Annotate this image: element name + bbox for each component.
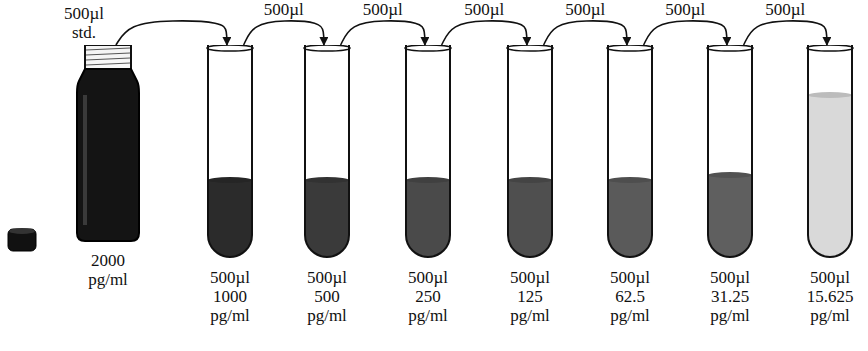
bottle-highlight: [83, 95, 87, 225]
concentration-label: 500µl 62.5 pg/ml: [599, 268, 661, 325]
test-tube: 500µl 62.5 pg/ml: [599, 45, 661, 325]
concentration-label: 500µl 500 pg/ml: [296, 268, 358, 325]
tube-rim: [807, 45, 853, 51]
stock-bottle: 2000 pg/ml: [75, 45, 141, 289]
transfer-arrow: [442, 21, 527, 45]
liquid: [208, 180, 252, 257]
tube-rim: [607, 45, 653, 51]
transfer-arrow: [116, 21, 227, 45]
bottle-neck: [85, 45, 131, 69]
tube-rim: [405, 45, 451, 51]
tube-shape: [397, 45, 459, 260]
tube-shape: [699, 45, 761, 260]
liquid: [808, 95, 852, 257]
tube-shape: [296, 45, 358, 260]
test-tube: 500µl 125 pg/ml: [499, 45, 561, 325]
volume-label: 500µl: [663, 0, 707, 19]
meniscus: [305, 177, 349, 183]
transfer-arrow: [644, 21, 727, 45]
liquid: [508, 180, 552, 257]
thread-line: [86, 58, 130, 60]
tube-rim: [207, 45, 253, 51]
test-tube: 500µl 31.25 pg/ml: [699, 45, 761, 325]
transfer-arrow: [744, 21, 827, 45]
tube-wall: [305, 45, 349, 257]
volume-label: 500µl: [563, 0, 607, 19]
meniscus: [708, 172, 752, 178]
transfer-arrow: [544, 21, 627, 45]
test-tube: 500µl 250 pg/ml: [397, 45, 459, 325]
tube-shape: [599, 45, 661, 260]
volume-label: 500µl: [763, 0, 807, 19]
tube-shape: [199, 45, 261, 260]
volume-label: 500µl: [462, 0, 506, 19]
meniscus: [808, 92, 852, 98]
tube-wall: [808, 45, 852, 257]
concentration-label: 500µl 125 pg/ml: [499, 268, 561, 325]
volume-label: 500µl std.: [56, 4, 112, 42]
concentration-label: 2000 pg/ml: [75, 251, 141, 289]
concentration-label: 500µl 1000 pg/ml: [199, 268, 261, 325]
thread-line: [86, 48, 130, 50]
meniscus: [208, 177, 252, 183]
test-tube: 500µl 15.625 pg/ml: [799, 45, 861, 325]
bottle-cap: [6, 226, 40, 254]
tube-wall: [208, 45, 252, 257]
transfer-arrow: [244, 21, 324, 45]
volume-label: 500µl: [361, 0, 405, 19]
tube-rim: [707, 45, 753, 51]
bottle-body: [77, 69, 139, 241]
volume-label: 500µl: [262, 0, 306, 19]
tube-rim: [507, 45, 553, 51]
test-tube: 500µl 500 pg/ml: [296, 45, 358, 325]
meniscus: [406, 177, 450, 183]
transfer-arrow: [341, 21, 425, 45]
meniscus: [508, 177, 552, 183]
liquid: [406, 180, 450, 257]
concentration-label: 500µl 31.25 pg/ml: [699, 268, 761, 325]
meniscus: [608, 177, 652, 183]
liquid: [608, 180, 652, 257]
liquid: [305, 180, 349, 257]
thread-line: [86, 63, 130, 65]
tube-wall: [708, 45, 752, 257]
tube-wall: [608, 45, 652, 257]
tube-wall: [406, 45, 450, 257]
tube-shape: [499, 45, 561, 260]
tube-shape: [799, 45, 861, 260]
concentration-label: 500µl 15.625 pg/ml: [799, 268, 861, 325]
concentration-label: 500µl 250 pg/ml: [397, 268, 459, 325]
tube-wall: [508, 45, 552, 257]
tube-rim: [304, 45, 350, 51]
liquid: [708, 175, 752, 257]
test-tube: 500µl 1000 pg/ml: [199, 45, 261, 325]
thread-line: [86, 53, 130, 55]
bottle-shape: [75, 45, 141, 243]
